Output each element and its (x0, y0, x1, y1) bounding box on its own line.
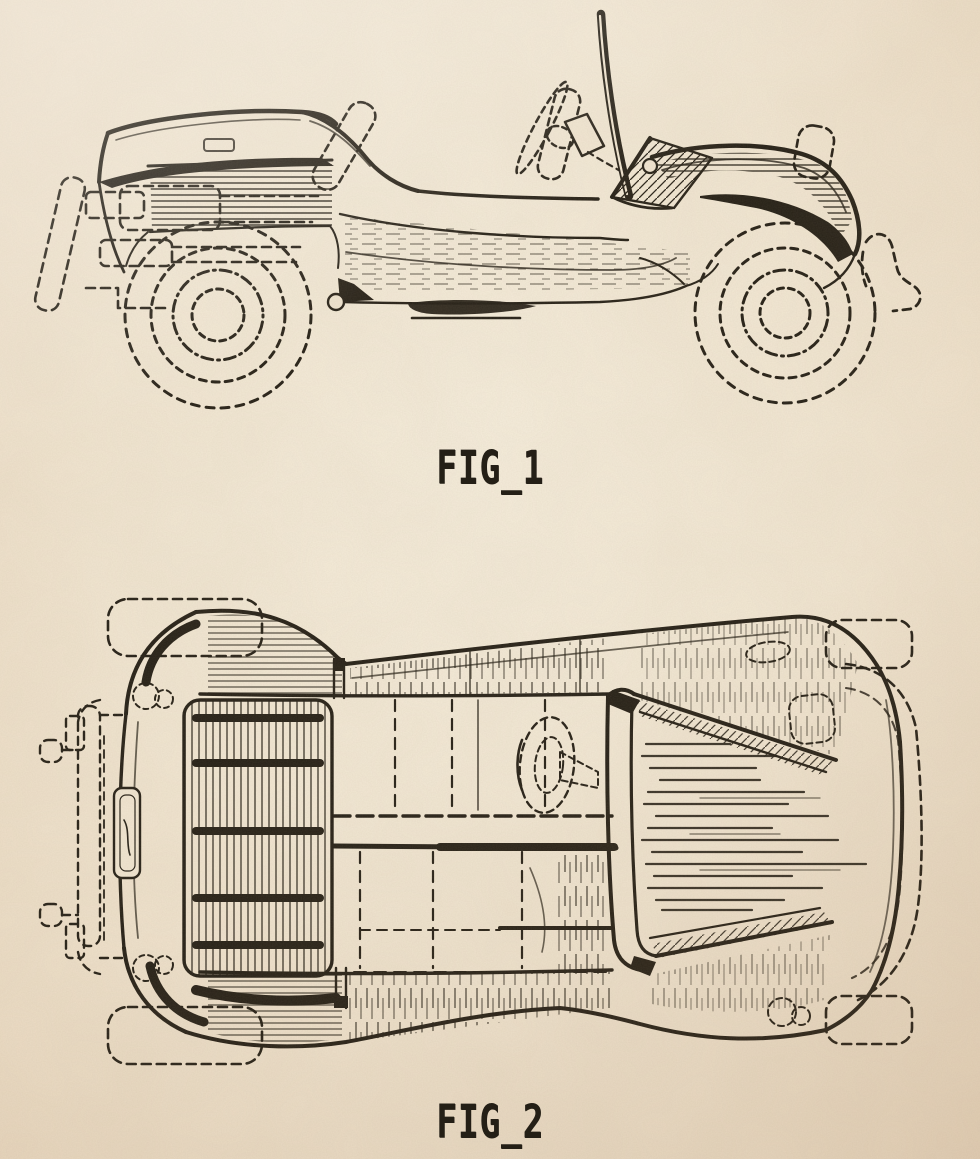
fig1-label: FIG_1 (436, 441, 544, 495)
fig2-label: FIG_2 (436, 1095, 544, 1149)
fig2-caption: FIG_2 (0, 1095, 980, 1149)
fig1-caption: FIG_1 (0, 441, 980, 495)
